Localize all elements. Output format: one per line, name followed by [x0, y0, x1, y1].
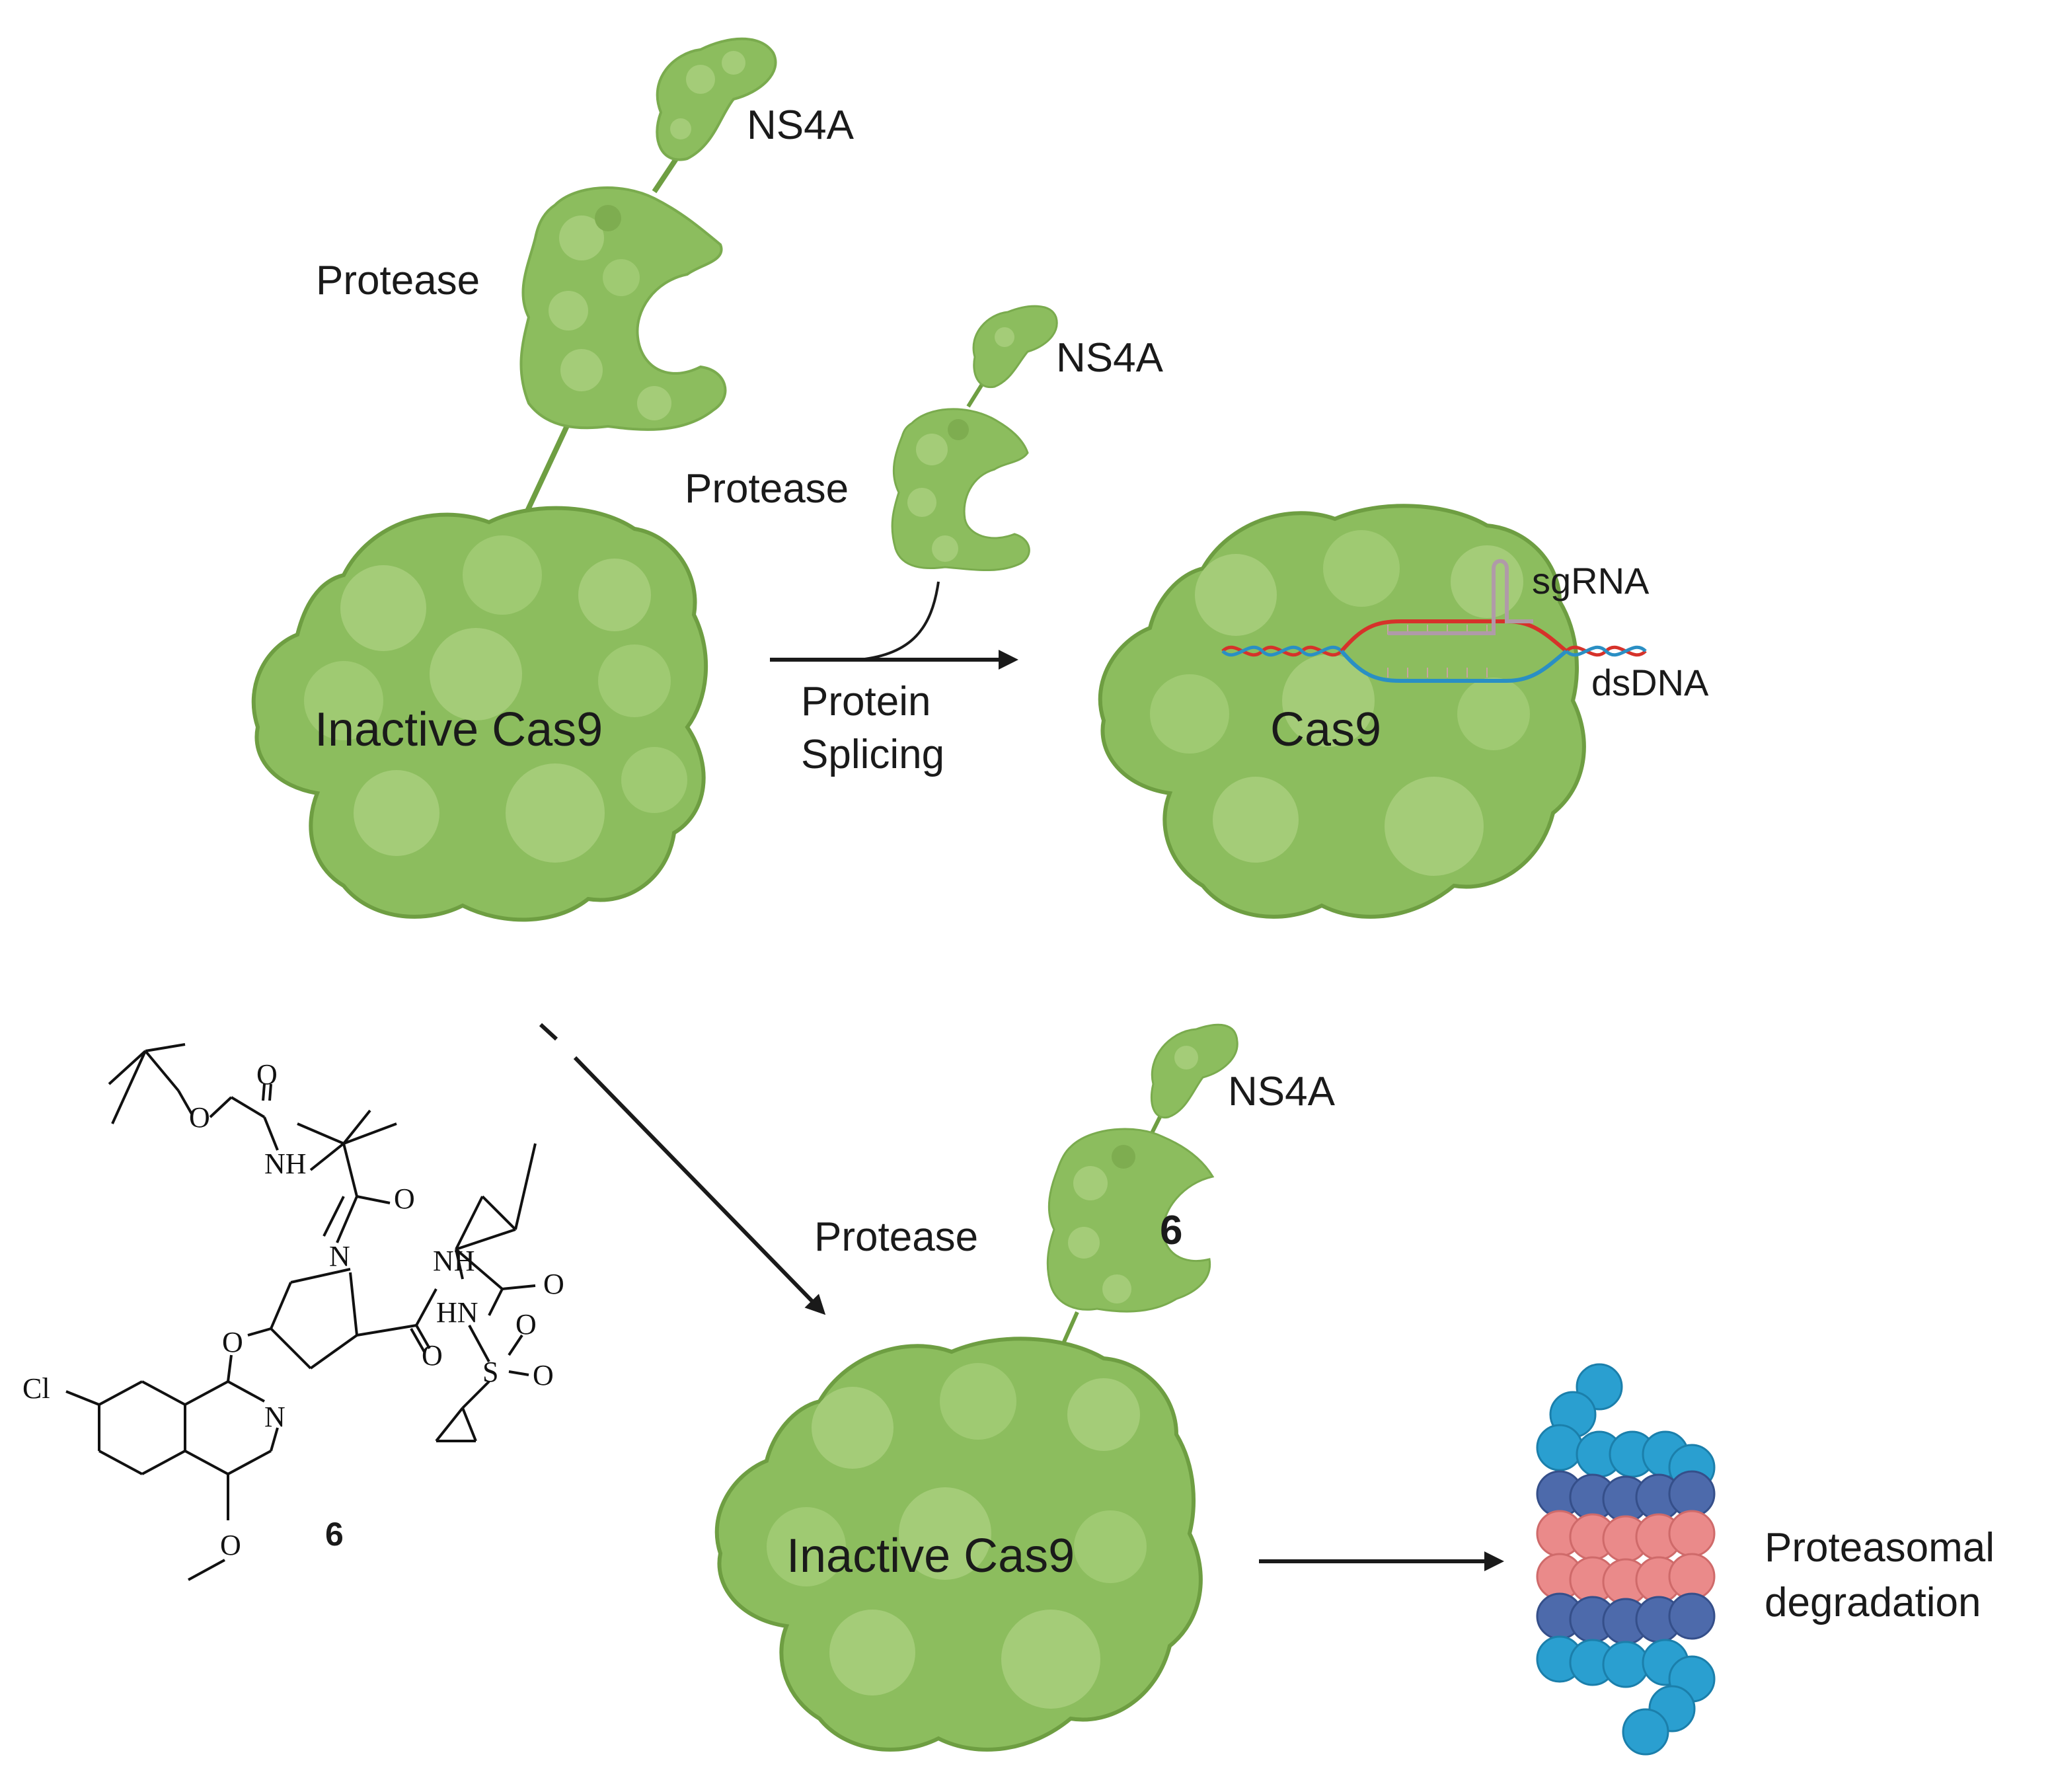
label-ns4a-released: NS4A: [1056, 335, 1164, 381]
atom-o-carbonyl-boc: O: [256, 1058, 278, 1091]
proteasome-bottom-cap: [1536, 1635, 1716, 1756]
protein-splicing-step: Protein Splicing: [770, 581, 1018, 777]
proteasome-core: [1536, 1510, 1716, 1606]
splicing-release-curve: [858, 581, 940, 661]
active-cas9: Cas9 sgRNA dsDNA: [1098, 504, 1709, 919]
label-protease-bottom: Protease: [814, 1214, 978, 1260]
atom-nh-boc: NH: [264, 1148, 307, 1180]
atom-o-ester-boc: O: [189, 1101, 210, 1134]
protease-blob-bottom: [1046, 1128, 1215, 1313]
atom-hn-sulfonamide: HN: [436, 1296, 478, 1329]
protease-blob-released: [891, 408, 1030, 572]
released-protease: NS4A Protease: [685, 305, 1164, 572]
label-inactive-cas9-top: Inactive Cas9: [315, 703, 603, 756]
compound-6-atom-labels: O O NH O N NH O O HN S O O O Cl N O 6: [22, 1058, 564, 1561]
protease-blob-top: [519, 186, 727, 431]
compound-6-structure: [65, 1043, 537, 1581]
label-dsdna: dsDNA: [1591, 662, 1709, 703]
label-sgrna: sgRNA: [1532, 560, 1650, 602]
sgrna-strand: [1388, 559, 1533, 635]
atom-o-ether: O: [222, 1326, 243, 1358]
ns4a-blob-bottom: [1150, 1023, 1238, 1119]
linker-protease-cas9: [519, 422, 571, 524]
label-protease-top: Protease: [316, 258, 480, 303]
atom-n-pyrrolidine: N: [329, 1240, 350, 1272]
atom-o-amide-top: O: [394, 1183, 415, 1215]
linker-bottom-protease-cas9: [1062, 1311, 1079, 1343]
label-inhibitor-6: 6: [1160, 1208, 1182, 1253]
proteasome: [1536, 1363, 1716, 1756]
cas9-blob-active: [1098, 504, 1586, 919]
atom-nh-acyl: NH: [433, 1245, 475, 1277]
atom-o-sulfonyl-right: O: [533, 1359, 554, 1391]
label-protein: Protein: [801, 679, 931, 724]
atom-n-isoquinoline: N: [264, 1401, 285, 1433]
atom-o-amide-ring: O: [422, 1339, 443, 1372]
label-ns4a-top: NS4A: [747, 102, 855, 148]
proteasome-lower-ring: [1536, 1592, 1716, 1645]
inhibited-construct: NS4A Protease 6 Inactive Cas9: [714, 1023, 1336, 1752]
top-left-construct: NS4A Protease Inactive Cas9: [251, 37, 855, 922]
label-protease-released: Protease: [685, 466, 849, 512]
label-degradation: degradation: [1765, 1580, 1981, 1625]
atom-o-acyl: O: [543, 1268, 564, 1300]
atom-o-sulfonyl-top: O: [515, 1308, 537, 1341]
compound-number: 6: [325, 1516, 344, 1553]
inactive-cas9-blob-bottom: [714, 1337, 1203, 1752]
ns4a-blob-top: [656, 37, 777, 161]
dsdna-strands: [1221, 619, 1647, 683]
ns4a-blob-released: [972, 305, 1058, 389]
dashed-start: [539, 1023, 558, 1041]
inactive-cas9-blob-top: [251, 506, 708, 922]
inhibitor-arrow: [539, 1023, 826, 1315]
label-ns4a-bottom: NS4A: [1228, 1069, 1336, 1114]
label-splicing: Splicing: [801, 732, 944, 777]
atom-cl: Cl: [22, 1372, 50, 1405]
atom-s-sulfonyl: S: [482, 1356, 498, 1388]
label-proteasomal: Proteasomal: [1765, 1525, 1995, 1571]
label-cas9-active: Cas9: [1270, 703, 1381, 756]
label-inactive-cas9-bottom: Inactive Cas9: [786, 1530, 1075, 1582]
diagonal-arrow: [573, 1056, 826, 1315]
proteasome-upper-ring: [1536, 1470, 1716, 1523]
proteasome-top-cap: [1536, 1363, 1716, 1491]
atom-o-methoxy: O: [220, 1529, 241, 1561]
